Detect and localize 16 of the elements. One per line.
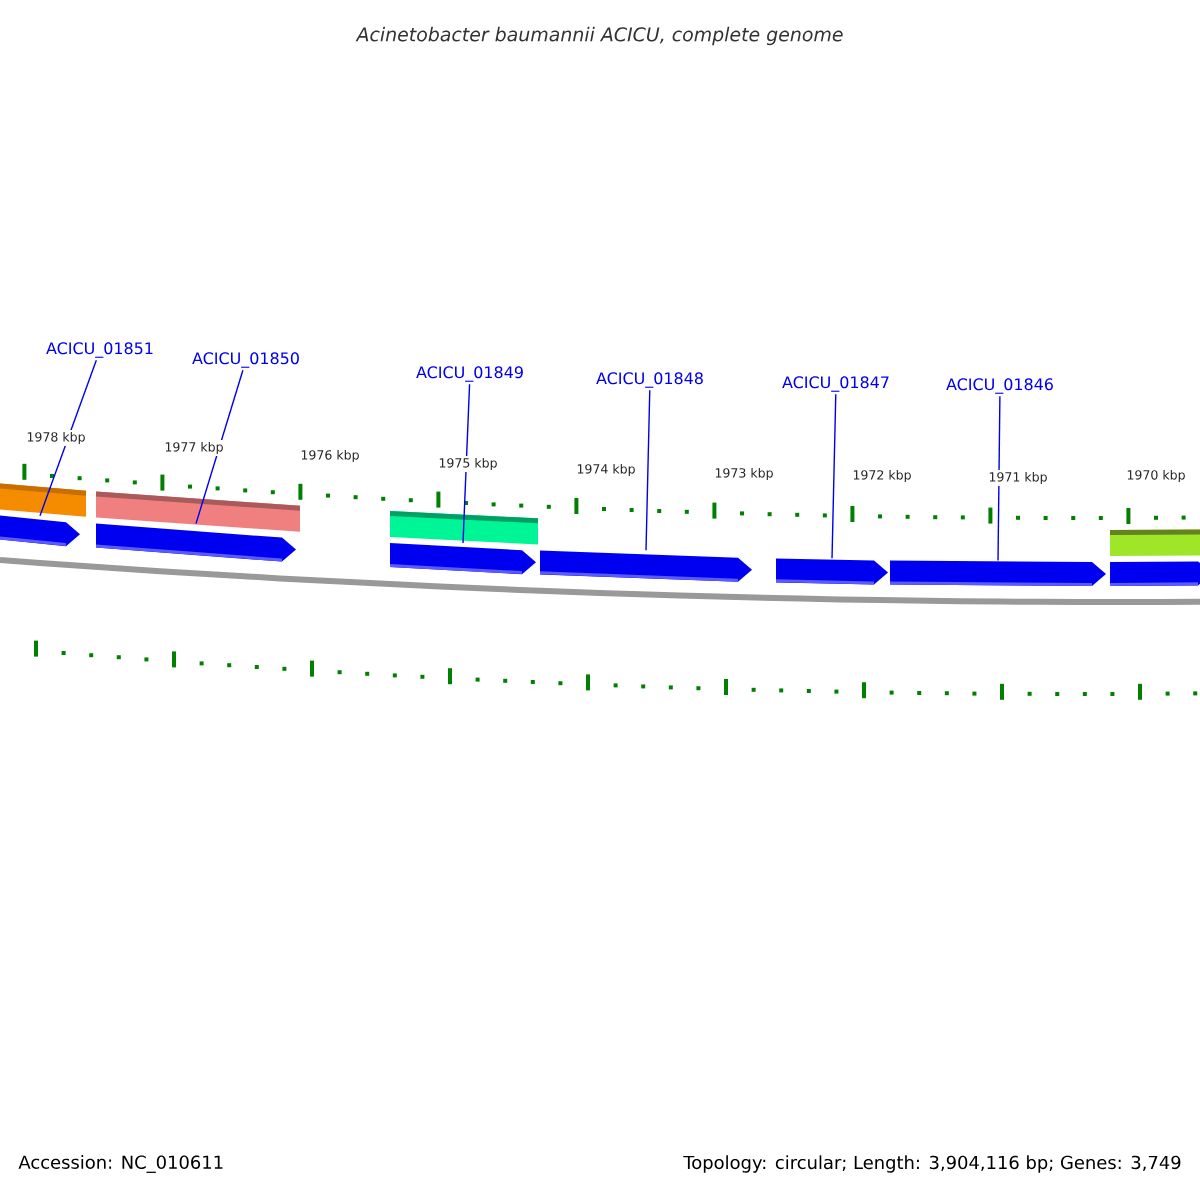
leader-line bbox=[39, 359, 97, 517]
genome-info-text: Topology: circular; Length: 3,904,116 bp; Genes: 3,749 bbox=[683, 1155, 1181, 1173]
accession-text: Accession: NC_010611 bbox=[18, 1155, 223, 1173]
gene-feature bbox=[775, 558, 888, 585]
leader-line bbox=[195, 369, 244, 525]
gene-feature bbox=[890, 560, 1106, 586]
leader-line bbox=[462, 383, 471, 544]
title: Acinetobacter baumannii ACICU, complete genome bbox=[355, 26, 843, 46]
leader-line bbox=[645, 389, 651, 551]
gene-feature bbox=[0, 515, 80, 547]
leader-line bbox=[997, 395, 1001, 562]
gene-feature bbox=[95, 523, 296, 562]
gene-feature bbox=[539, 550, 752, 582]
gene-feature bbox=[1110, 561, 1200, 586]
leader-line bbox=[831, 393, 837, 559]
gene-feature bbox=[389, 543, 536, 575]
